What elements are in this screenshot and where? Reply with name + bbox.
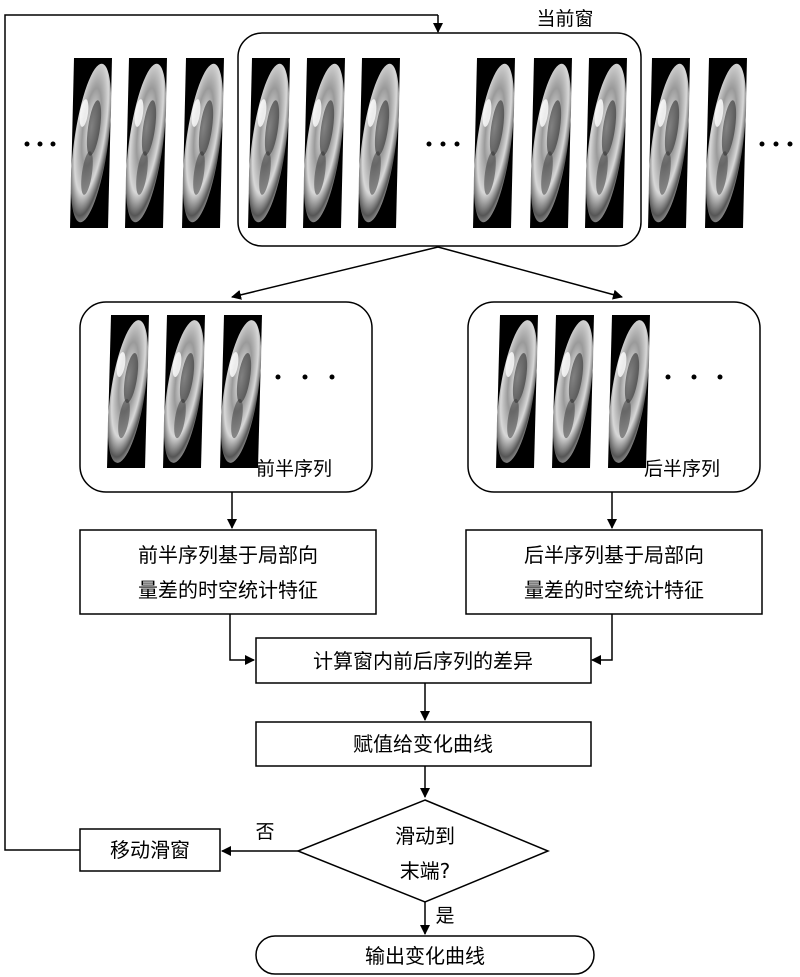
- first-half-box: [79, 301, 373, 493]
- assign-curve-box: [255, 721, 592, 767]
- assign-curve-text: 赋值给变化曲线: [353, 732, 493, 756]
- output-terminator: [255, 935, 595, 975]
- first-half-frames: [100, 315, 269, 469]
- window-label: 当前窗: [536, 8, 593, 30]
- frame-thumbnail: [213, 315, 269, 469]
- frame-thumbnail: [296, 58, 352, 228]
- current-window-box: [237, 32, 642, 247]
- frame-thumbnail: [241, 58, 297, 228]
- decision-line2: 末端?: [400, 859, 451, 883]
- frame-thumbnail: [489, 315, 545, 469]
- second-feature-line2: 量差的时空统计特征: [524, 578, 704, 602]
- frame-thumbnail: [351, 58, 407, 228]
- second-half-label: 后半序列: [644, 458, 720, 480]
- output-curve-text: 输出变化曲线: [365, 944, 485, 968]
- frame-thumbnail: [118, 58, 174, 228]
- frame-thumbnail: [466, 58, 522, 228]
- compute-diff-text: 计算窗内前后序列的差异: [313, 649, 533, 673]
- first-feature-line2: 量差的时空统计特征: [138, 578, 318, 602]
- connector-second-to-compute: [591, 614, 613, 665]
- second-feature-box: [465, 529, 763, 615]
- decision-diamond: [295, 799, 550, 903]
- loop-back-connector: [4, 14, 438, 851]
- frame-thumbnail: [63, 58, 119, 228]
- second-feature-line1: 后半序列基于局部向: [524, 543, 704, 567]
- first-feature-line1: 前半序列基于局部向: [138, 543, 318, 567]
- move-window-box: [79, 828, 221, 872]
- split-arrow-left: [231, 246, 439, 300]
- frame-thumbnail: [641, 58, 697, 228]
- no-label: 否: [255, 821, 274, 843]
- first-half-label: 前半序列: [256, 458, 332, 480]
- frame-thumbnail: [578, 58, 634, 228]
- frame-thumbnail: [156, 315, 212, 469]
- second-half-box: [467, 301, 761, 493]
- yes-label: 是: [435, 905, 454, 927]
- frame-thumbnail: [100, 315, 156, 469]
- frame-thumbnail: [545, 315, 601, 469]
- compute-diff-box: [255, 637, 592, 684]
- decision-line1: 滑动到: [395, 824, 455, 848]
- move-window-text: 移动滑窗: [110, 838, 190, 862]
- second-half-frames: [489, 315, 657, 469]
- frame-thumbnail: [698, 58, 754, 228]
- split-arrow-right: [437, 246, 623, 300]
- frame-thumbnail: [523, 58, 579, 228]
- ellipsis-dots: [24, 141, 793, 380]
- frame-thumbnail: [175, 58, 231, 228]
- frame-thumbnail: [601, 315, 657, 469]
- connector-first-to-compute: [229, 614, 255, 665]
- first-feature-box: [79, 529, 377, 615]
- frame-strip-top: [63, 58, 754, 228]
